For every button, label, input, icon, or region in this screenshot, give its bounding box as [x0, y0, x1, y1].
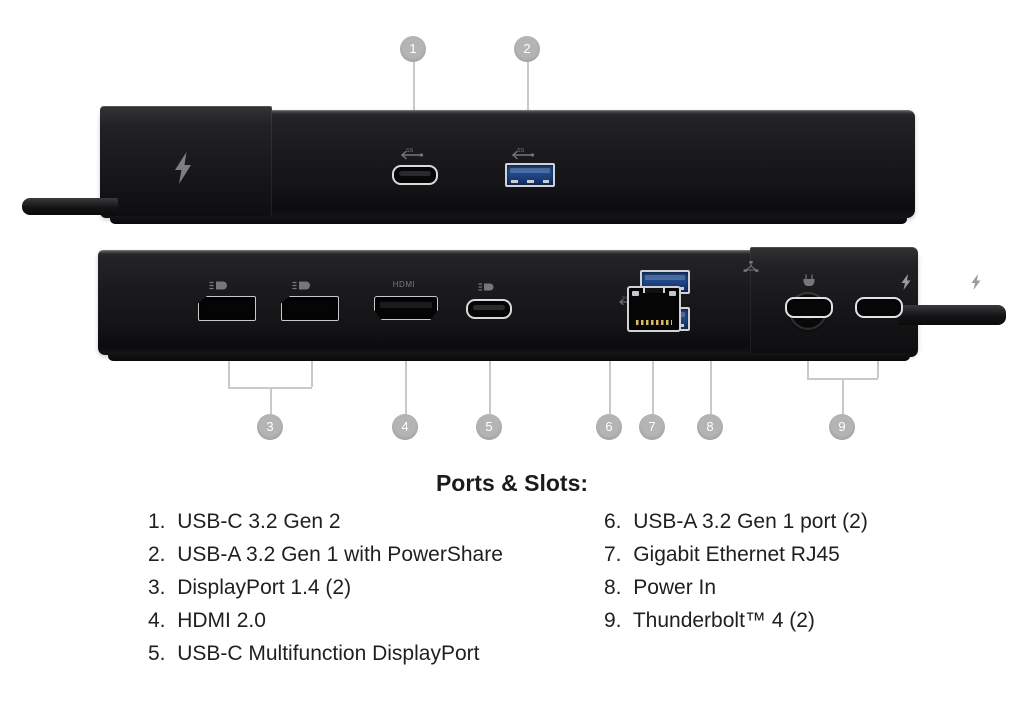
legend-number-2: 2. — [148, 543, 172, 566]
leader-line-8 — [710, 330, 712, 414]
legend-item-2: 2. USB-A 3.2 Gen 1 with PowerShare — [148, 538, 503, 571]
legend-label-5: USB-C Multifunction DisplayPort — [177, 642, 480, 665]
legend-item-6: 6. USB-A 3.2 Gen 1 port (2) — [604, 505, 868, 538]
displayport-icon-usbc — [475, 282, 501, 292]
callout-badge-2[interactable]: 2 — [514, 36, 540, 62]
callout-badge-3[interactable]: 3 — [257, 414, 283, 440]
legend-title: Ports & Slots: — [435, 470, 589, 496]
dock-rear-view: HDMI — [98, 247, 1006, 361]
callout-badge-9[interactable]: 9 — [829, 414, 855, 440]
ss-usb-icon-front-a: SS — [504, 147, 544, 160]
rear-host-cable — [898, 305, 1006, 325]
callout-badge-6[interactable]: 6 — [596, 414, 622, 440]
legend-number-8: 8. — [604, 576, 628, 599]
legend-number-9: 9. — [604, 609, 628, 632]
legend-label-4: HDMI 2.0 — [177, 609, 266, 632]
legend-item-8: 8. Power In — [604, 571, 868, 604]
rj45-clip-right — [669, 291, 676, 296]
rj45-latch-notch — [643, 286, 665, 293]
rear-foot — [108, 353, 910, 361]
callout-badge-4[interactable]: 4 — [392, 414, 418, 440]
front-host-cable — [22, 198, 118, 215]
thunderbolt-bolt-icon — [172, 152, 194, 184]
legend-item-4: 4. HDMI 2.0 — [148, 604, 503, 637]
usb-a-divider — [510, 168, 550, 173]
legend-number-3: 3. — [148, 576, 172, 599]
port-usb-c-3-2-gen-2[interactable] — [392, 165, 438, 185]
legend-number-1: 1. — [148, 510, 172, 533]
legend-label-1: USB-C 3.2 Gen 2 — [177, 510, 341, 533]
usb-a-divider-upper — [645, 275, 685, 280]
legend-label-6: USB-A 3.2 Gen 1 port (2) — [633, 510, 868, 533]
usb-c-tongue — [399, 171, 431, 176]
legend-column-right: 6. USB-A 3.2 Gen 1 port (2) 7. Gigabit E… — [604, 505, 868, 637]
callout-badge-1[interactable]: 1 — [400, 36, 426, 62]
ss-usb-icon-front-c: SS — [393, 147, 433, 160]
port-thunderbolt-4-2[interactable] — [855, 297, 903, 318]
front-left-cap — [100, 106, 272, 218]
port-displayport-2[interactable] — [281, 296, 339, 321]
legend-item-7: 7. Gigabit Ethernet RJ45 — [604, 538, 868, 571]
port-gigabit-ethernet-rj45[interactable] — [627, 286, 681, 332]
legend-label-7: Gigabit Ethernet RJ45 — [633, 543, 840, 566]
svg-text:SS: SS — [517, 148, 525, 154]
hdmi-icon: HDMI — [392, 280, 416, 289]
legend-number-4: 4. — [148, 609, 172, 632]
displayport-icon-b — [289, 280, 317, 291]
rj45-clip-left — [632, 291, 639, 296]
leader-line-3-stem — [270, 387, 272, 414]
callout-badge-5[interactable]: 5 — [476, 414, 502, 440]
usb-c-tongue-rear — [473, 305, 505, 310]
ethernet-icon — [741, 261, 761, 273]
legend-number-5: 5. — [148, 642, 172, 665]
leader-line-4 — [405, 328, 407, 414]
leader-line-9-stem — [842, 378, 844, 414]
legend-label-3: DisplayPort 1.4 (2) — [177, 576, 352, 599]
legend-label-2: USB-A 3.2 Gen 1 with PowerShare — [177, 543, 503, 566]
power-icon — [801, 274, 817, 286]
legend-item-5: 5. USB-C Multifunction DisplayPort — [148, 637, 503, 670]
port-usb-c-multifunction-displayport[interactable] — [466, 299, 512, 319]
usb-a-contacts — [511, 180, 549, 183]
legend-item-3: 3. DisplayPort 1.4 (2) — [148, 571, 503, 604]
legend-item-1: 1. USB-C 3.2 Gen 2 — [148, 505, 503, 538]
leader-line-7 — [652, 330, 654, 414]
legend-item-9: 9. Thunderbolt™ 4 (2) — [604, 604, 868, 637]
thunderbolt-bolt-icon-b — [970, 274, 982, 290]
legend-label-9: Thunderbolt™ 4 (2) — [632, 609, 815, 632]
displayport-icon-a — [206, 280, 234, 291]
callout-badge-8[interactable]: 8 — [697, 414, 723, 440]
leader-line-5 — [489, 328, 491, 414]
hdmi-tongue — [380, 302, 432, 308]
legend-column-left: 1. USB-C 3.2 Gen 2 2. USB-A 3.2 Gen 1 wi… — [148, 505, 503, 670]
rj45-gold-pins — [636, 320, 672, 325]
callout-badge-7[interactable]: 7 — [639, 414, 665, 440]
legend-number-6: 6. — [604, 510, 628, 533]
legend-number-7: 7. — [604, 543, 628, 566]
svg-text:SS: SS — [622, 295, 628, 300]
port-displayport-1[interactable] — [198, 296, 256, 321]
legend-label-8: Power In — [633, 576, 717, 599]
port-hdmi-2-0[interactable] — [374, 296, 438, 320]
port-thunderbolt-4-1[interactable] — [785, 297, 833, 318]
front-foot — [110, 216, 907, 224]
port-usb-a-3-2-gen-1-powershare[interactable] — [505, 163, 555, 187]
thunderbolt-bolt-icon-a — [900, 274, 912, 290]
svg-text:SS: SS — [406, 148, 414, 154]
dock-front-view: SS SS — [22, 106, 915, 224]
